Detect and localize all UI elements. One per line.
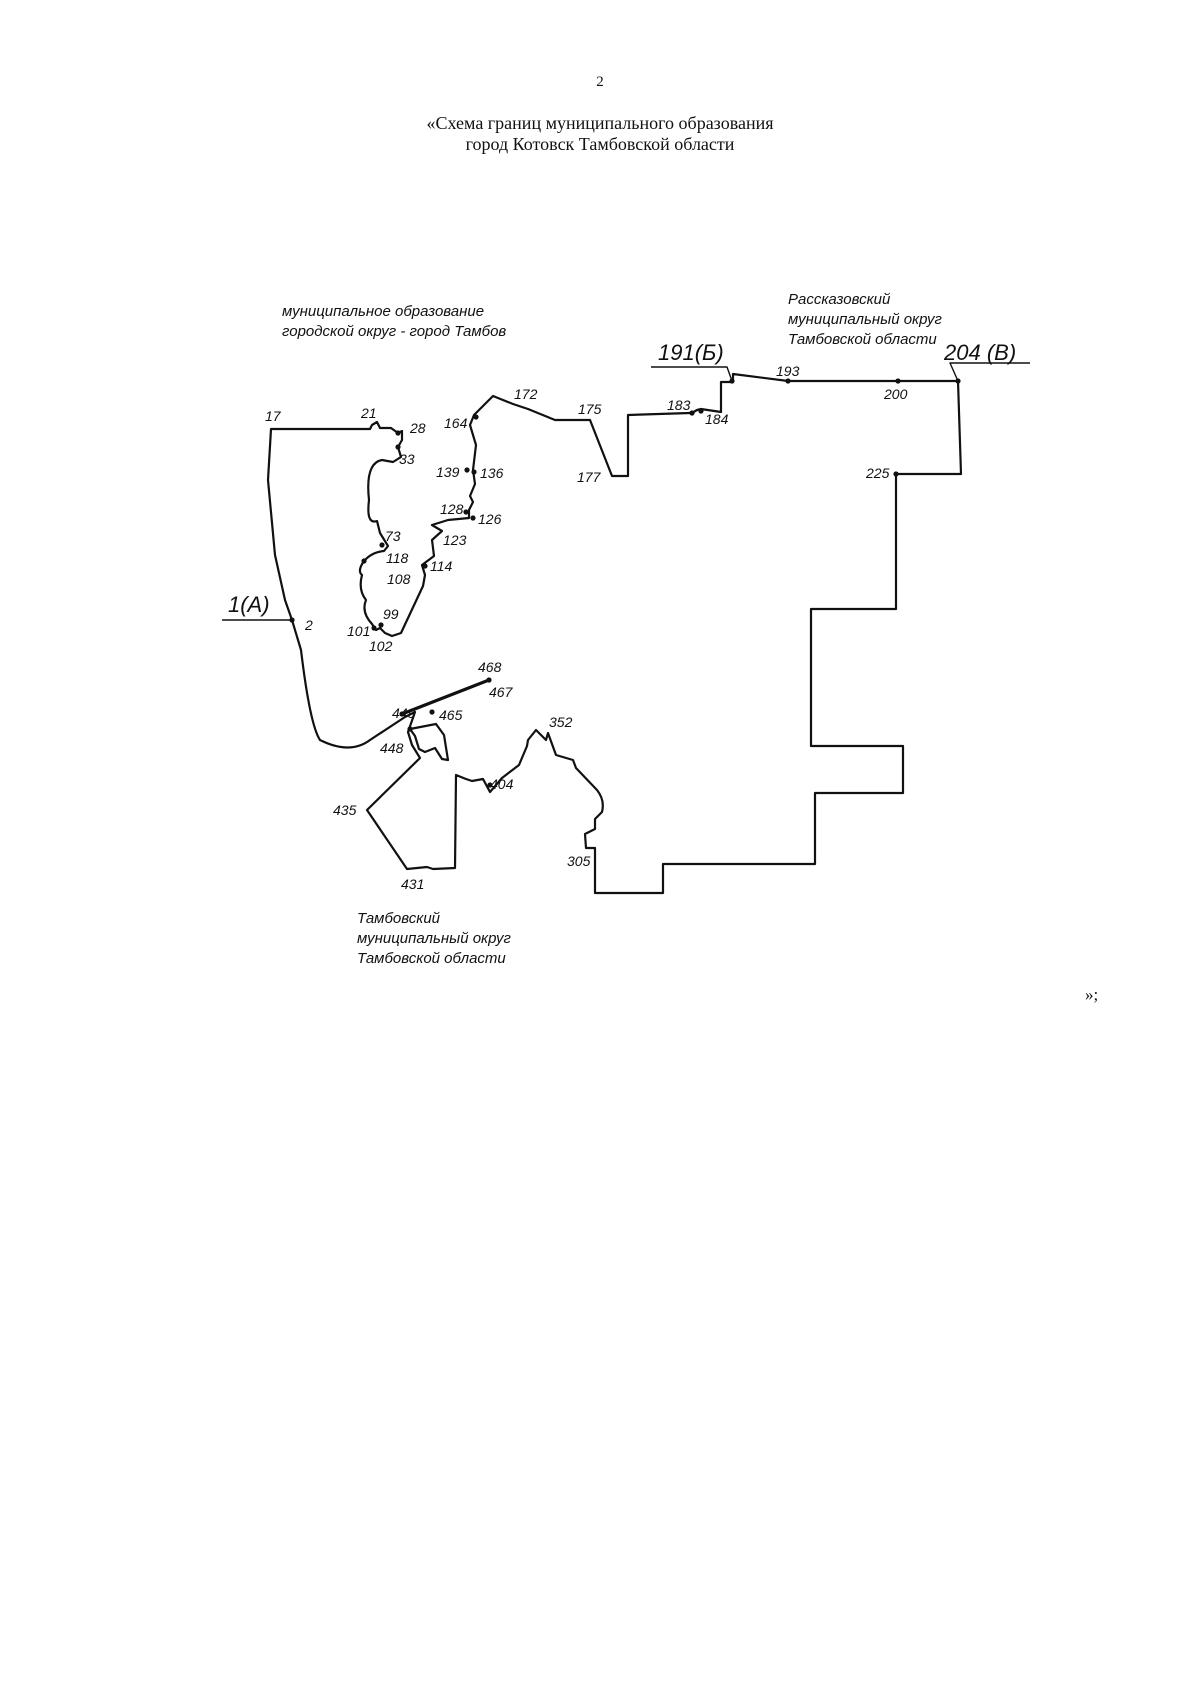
region-label-tambov-city-2: городской округ - город Тамбов: [282, 323, 506, 340]
dot-126: [470, 515, 476, 521]
point-label-468: 468: [478, 659, 502, 675]
dot-118: [361, 558, 367, 564]
point-label-305: 305: [567, 853, 591, 869]
point-label-184: 184: [705, 411, 729, 427]
dot-33: [395, 444, 401, 450]
key-point-b: 191(Б): [658, 340, 724, 365]
region-label-rasskazovo-2: муниципальный округ: [788, 311, 942, 328]
dot-99: [378, 622, 384, 628]
point-label-435: 435: [333, 802, 357, 818]
dot-136: [471, 469, 477, 475]
region-label-tambov-city-1: муниципальное образование: [282, 303, 484, 320]
point-label-225: 225: [865, 465, 890, 481]
point-label-33: 33: [399, 451, 415, 467]
point-label-123: 123: [443, 532, 467, 548]
dot-225: [893, 471, 899, 477]
inner-boundary-line: [408, 722, 450, 762]
point-label-126: 126: [478, 511, 502, 527]
point-label-118: 118: [386, 550, 409, 566]
dot-101: [371, 625, 377, 631]
dot-448: [407, 726, 413, 732]
point-label-28: 28: [409, 420, 426, 436]
point-label-128: 128: [440, 501, 464, 517]
point-label-164: 164: [444, 415, 468, 431]
region-label-tambov-district-2: муниципальный округ: [357, 930, 511, 947]
point-label-448: 448: [380, 740, 404, 756]
dot-465: [429, 709, 435, 715]
point-label-193: 193: [776, 363, 800, 379]
dot-28: [395, 430, 401, 436]
dot-73: [379, 542, 385, 548]
dot-404: [487, 782, 493, 788]
point-label-467: 467: [489, 684, 514, 700]
dot-467: [486, 677, 492, 683]
point-label-200: 200: [883, 386, 908, 402]
dot-193: [785, 378, 791, 384]
point-label-183: 183: [667, 397, 691, 413]
point-label-404: 404: [490, 776, 514, 792]
key-point-c: 204 (В): [943, 340, 1016, 365]
point-label-17: 17: [265, 408, 282, 424]
dot-449: [399, 711, 405, 717]
point-label-99: 99: [383, 606, 399, 622]
dot-184: [698, 408, 704, 414]
line-449-468: [401, 678, 490, 716]
point-label-102: 102: [369, 638, 393, 654]
municipal-boundary-line: [266, 372, 963, 895]
dot-200: [895, 378, 901, 384]
point-label-352: 352: [549, 714, 573, 730]
dot-114: [422, 563, 428, 569]
leader-191b: [651, 366, 733, 382]
point-label-449: 449: [392, 705, 416, 721]
point-label-431: 431: [401, 876, 424, 892]
region-label-tambov-district-3: Тамбовской области: [357, 950, 506, 967]
dot-2: [289, 617, 295, 623]
page-number: 2: [596, 74, 604, 90]
region-label-rasskazovo-1: Рассказовский: [788, 291, 891, 308]
vertex-dots: [289, 378, 961, 788]
point-label-114: 114: [430, 558, 453, 574]
dot-139: [464, 467, 470, 473]
closing-quote-mark: »;: [1085, 985, 1099, 1004]
point-label-139: 139: [436, 464, 460, 480]
point-label-73: 73: [385, 528, 401, 544]
key-point-a: 1(А): [228, 592, 270, 617]
dot-204: [955, 378, 961, 384]
dot-164: [473, 414, 479, 420]
point-label-108: 108: [387, 571, 411, 587]
page-title: «Схема границ муниципального образования…: [0, 113, 1200, 155]
title-line-2: город Котовск Тамбовской области: [465, 134, 735, 154]
point-label-172: 172: [514, 386, 538, 402]
point-label-2: 2: [304, 617, 313, 633]
region-label-rasskazovo-3: Тамбовской области: [788, 331, 937, 348]
point-label-101: 101: [347, 623, 370, 639]
region-label-tambov-district-1: Тамбовский: [357, 910, 441, 927]
leader-204c: [949, 362, 1030, 382]
point-label-465: 465: [439, 707, 463, 723]
point-label-175: 175: [578, 401, 602, 417]
point-label-136: 136: [480, 465, 504, 481]
dot-128: [463, 509, 469, 515]
point-label-177: 177: [577, 469, 602, 485]
point-label-21: 21: [360, 405, 377, 421]
dot-183: [689, 410, 695, 416]
title-line-1: «Схема границ муниципального образования: [426, 113, 774, 133]
dot-191: [729, 378, 735, 384]
